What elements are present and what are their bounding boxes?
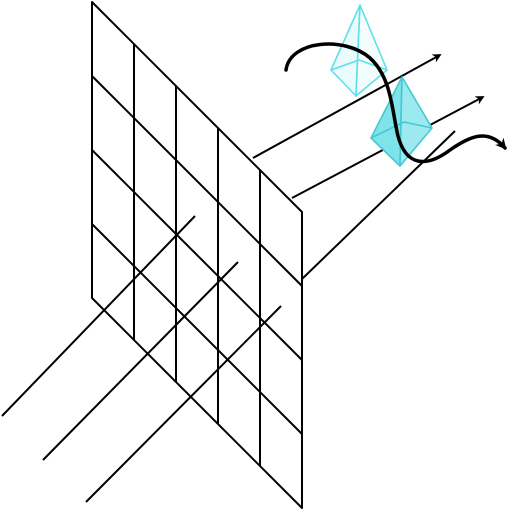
- incident-ray-2: [42, 261, 239, 461]
- grid-plane: [91, 1, 303, 509]
- crystal-filled: [370, 76, 433, 167]
- grid-row-line: [91, 75, 303, 287]
- transmitted-ray-1: [252, 54, 442, 159]
- transmitted-rays: [252, 54, 485, 280]
- transmitted-ray-3: [301, 130, 456, 280]
- incident-ray-3: [85, 305, 282, 503]
- grid-border: [91, 1, 303, 509]
- crystal-filled-edge: [370, 121, 433, 139]
- grid-row-line: [91, 223, 303, 435]
- grid-row-line: [91, 149, 303, 361]
- incident-rays: [1, 215, 282, 503]
- incident-ray-1: [1, 215, 196, 417]
- wave-arrow: [284, 42, 507, 164]
- crystal-filled-face-right: [399, 76, 433, 167]
- crystal-outline: [330, 4, 388, 97]
